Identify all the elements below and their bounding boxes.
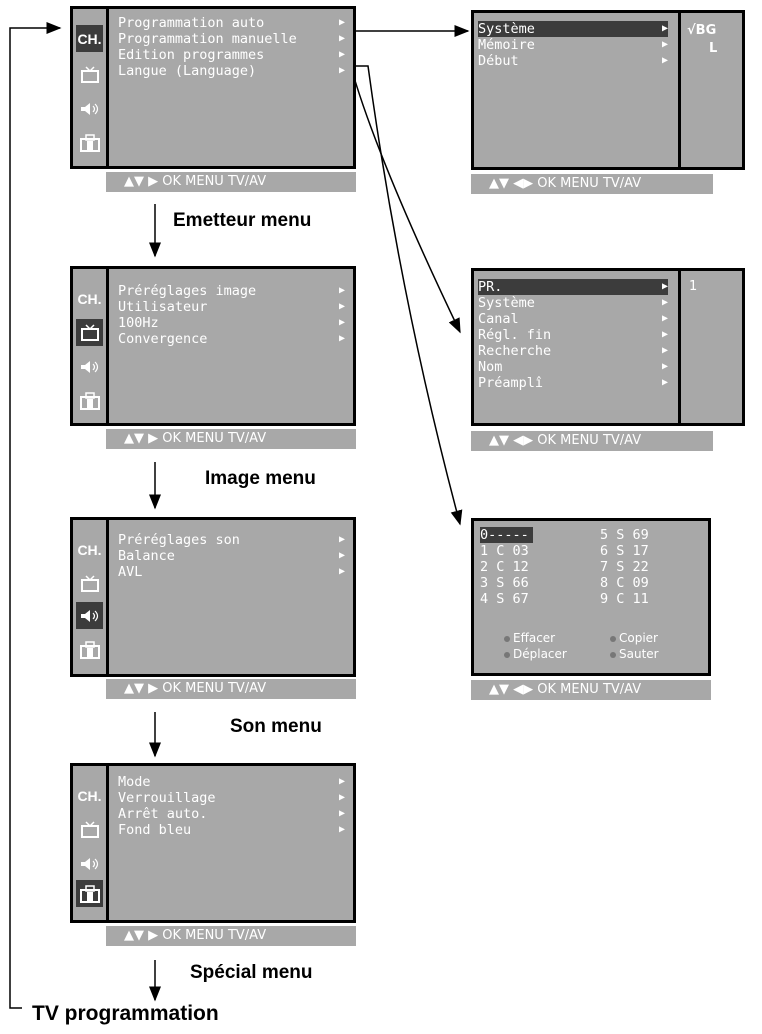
nav-bar: ▲▼ ▶ OK MENU TV/AV	[106, 172, 356, 192]
menu-item[interactable]: Programmation manuelle▶	[118, 31, 345, 47]
program-grid: 0----- 5 S 69 1 C 03 6 S 17 2 C 12 7 S 22 3…	[480, 527, 702, 607]
grid-row: 1 C 03 6 S 17	[480, 543, 702, 559]
option-deplacer[interactable]: Déplacer	[504, 647, 567, 661]
grid-cell[interactable]: 7 S 22	[600, 559, 649, 575]
edit-prog-screen: 0----- 5 S 69 1 C 03 6 S 17 2 C 12 7 S 22 3…	[471, 518, 711, 676]
grid-cell[interactable]: 4 S 67	[480, 591, 529, 607]
dot-icon	[610, 651, 616, 658]
submenu-item[interactable]: Nom▶	[478, 359, 668, 375]
menu-item[interactable]: Utilisateur▶	[118, 299, 345, 315]
grid-cell[interactable]: 5 S 69	[600, 527, 649, 543]
menu-item[interactable]: Verrouillage▶	[118, 790, 345, 806]
menu-item[interactable]: Préréglages son▶	[118, 532, 345, 548]
nav-bar: ▲▼ ◀▶ OK MENU TV/AV	[471, 680, 711, 700]
channel-icon[interactable]: CH.	[76, 25, 103, 52]
grid-cell[interactable]: 2 C 12	[480, 559, 529, 575]
option-copier[interactable]: Copier	[610, 631, 658, 645]
tv-icon[interactable]	[76, 61, 103, 88]
icon-column: CH.	[73, 520, 109, 674]
case-icon[interactable]	[76, 387, 103, 414]
submenu-item[interactable]: Début▶	[478, 53, 668, 69]
nav-bar: ▲▼ ▶ OK MENU TV/AV	[106, 429, 356, 449]
speaker-icon[interactable]	[76, 602, 103, 629]
auto-prog-screen: Système▶ Mémoire▶ Début▶ √BG L	[471, 10, 745, 170]
nav-bar: ▲▼ ▶ OK MENU TV/AV	[106, 926, 356, 946]
menu-item[interactable]: Langue (Language)▶	[118, 63, 345, 79]
tv-icon[interactable]	[76, 816, 103, 843]
menu-item[interactable]: Balance▶	[118, 548, 345, 564]
option-effacer[interactable]: Effacer	[504, 631, 555, 645]
channel-icon[interactable]: CH.	[77, 290, 102, 307]
menu-item[interactable]: Mode▶	[118, 774, 345, 790]
tv-icon[interactable]	[76, 570, 103, 597]
grid-cell[interactable]: 1 C 03	[480, 543, 529, 559]
speaker-icon[interactable]	[76, 850, 103, 877]
submenu-item[interactable]: Préamplî▶	[478, 375, 668, 391]
channel-icon[interactable]: CH.	[77, 787, 102, 804]
menu-item[interactable]: AVL▶	[118, 564, 345, 580]
icon-column: CH.	[73, 766, 109, 920]
grid-row: 2 C 12 7 S 22	[480, 559, 702, 575]
submenu-item[interactable]: Canal▶	[478, 311, 668, 327]
special-menu-screen: CH. Mode▶ Verrouillage▶ Arrêt auto.▶ Fon…	[70, 763, 356, 923]
grid-cell[interactable]: 8 C 09	[600, 575, 649, 591]
emetteur-menu-screen: CH. Programmation auto▶ Programmation ma…	[70, 6, 356, 169]
dot-icon	[610, 635, 616, 642]
speaker-icon[interactable]	[76, 95, 103, 122]
system-options-panel: √BG L	[678, 13, 742, 167]
grid-row: 0----- 5 S 69	[480, 527, 702, 543]
submenu-item[interactable]: Mémoire▶	[478, 37, 668, 53]
pr-value: 1	[689, 279, 698, 294]
option-bg[interactable]: √BG	[687, 23, 717, 38]
value-panel: 1	[678, 271, 742, 423]
menu-item[interactable]: 100Hz▶	[118, 315, 345, 331]
manual-prog-screen: PR.▶ Système▶ Canal▶ Régl. fin▶ Recherch…	[471, 268, 745, 426]
grid-cell-selected[interactable]: 0-----	[480, 527, 533, 543]
submenu-item[interactable]: Régl. fin▶	[478, 327, 668, 343]
grid-cell[interactable]: 9 C 11	[600, 591, 649, 607]
grid-cell[interactable]: 3 S 66	[480, 575, 529, 591]
submenu-item[interactable]: Recherche▶	[478, 343, 668, 359]
grid-cell[interactable]: 6 S 17	[600, 543, 649, 559]
image-menu-screen: CH. Préréglages image▶ Utilisateur▶ 100H…	[70, 266, 356, 426]
nav-bar: ▲▼ ▶ OK MENU TV/AV	[106, 679, 356, 699]
case-icon[interactable]	[76, 129, 103, 156]
menu-item[interactable]: Programmation auto▶	[118, 15, 345, 31]
option-l[interactable]: L	[709, 41, 718, 56]
dot-icon	[504, 651, 510, 658]
submenu-item[interactable]: PR.▶	[478, 279, 668, 295]
option-sauter[interactable]: Sauter	[610, 647, 659, 661]
submenu-item[interactable]: Système▶	[478, 21, 668, 37]
channel-icon[interactable]: CH.	[77, 541, 102, 558]
tv-icon[interactable]	[76, 319, 103, 346]
footer-label: TV programmation	[32, 1002, 219, 1025]
son-menu-screen: CH. Préréglages son▶ Balance▶ AVL▶	[70, 517, 356, 677]
menu-item[interactable]: Arrêt auto.▶	[118, 806, 345, 822]
menu-item[interactable]: Convergence▶	[118, 331, 345, 347]
menu-label: Son menu	[230, 716, 322, 737]
case-icon[interactable]	[76, 880, 103, 907]
nav-bar: ▲▼ ◀▶ OK MENU TV/AV	[471, 174, 713, 194]
case-icon[interactable]	[76, 636, 103, 663]
grid-row: 3 S 66 8 C 09	[480, 575, 702, 591]
submenu-item[interactable]: Système▶	[478, 295, 668, 311]
menu-item[interactable]: Préréglages image▶	[118, 283, 345, 299]
menu-label: Image menu	[205, 468, 316, 489]
grid-row: 4 S 67 9 C 11	[480, 591, 702, 607]
dot-icon	[504, 635, 510, 642]
menu-item[interactable]: Edition programmes▶	[118, 47, 345, 63]
speaker-icon[interactable]	[76, 353, 103, 380]
icon-column: CH.	[73, 9, 109, 166]
icon-column: CH.	[73, 269, 109, 423]
menu-item[interactable]: Fond bleu▶	[118, 822, 345, 838]
menu-label: Emetteur menu	[173, 210, 312, 231]
nav-bar: ▲▼ ◀▶ OK MENU TV/AV	[471, 431, 713, 451]
menu-label: Spécial menu	[190, 962, 313, 983]
